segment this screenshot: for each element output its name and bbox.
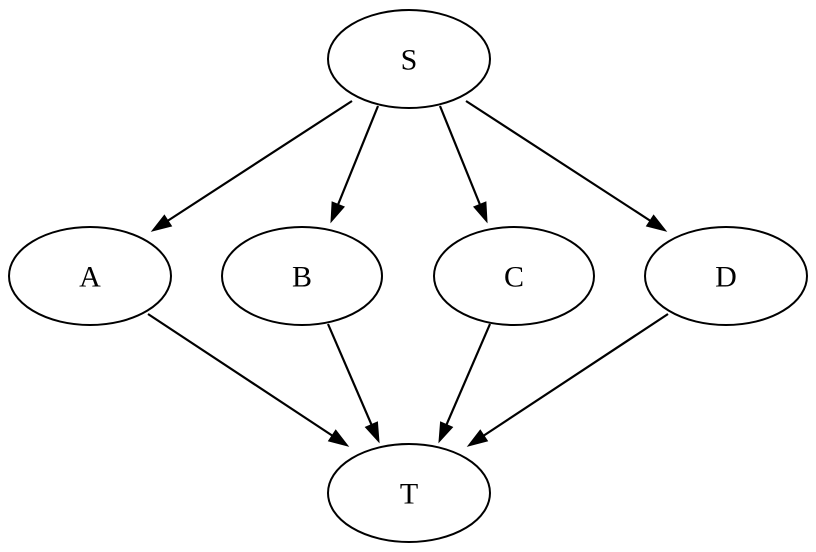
edge-c-t[interactable] — [438, 323, 492, 444]
node-ellipse[interactable] — [221, 226, 383, 326]
node-a[interactable]: A — [8, 226, 172, 326]
edge-shaft — [326, 323, 374, 427]
arrowhead-icon — [473, 201, 488, 224]
node-ellipse[interactable] — [433, 226, 595, 326]
edge-shaft — [147, 313, 335, 438]
arrowhead-icon — [645, 214, 668, 232]
node-t[interactable]: T — [327, 443, 491, 543]
edge-d-t[interactable] — [466, 313, 669, 447]
node-c[interactable]: C — [433, 226, 595, 326]
node-b[interactable]: B — [221, 226, 383, 326]
edge-s-c[interactable] — [438, 105, 488, 224]
edge-shaft — [481, 313, 669, 438]
edge-shaft — [165, 100, 353, 223]
edge-s-b[interactable] — [330, 105, 380, 224]
node-ellipse[interactable] — [644, 226, 808, 326]
arrowhead-icon — [438, 421, 454, 444]
node-s[interactable]: S — [327, 9, 491, 109]
arrowhead-icon — [466, 429, 489, 447]
edge-a-t[interactable] — [147, 313, 350, 447]
edge-s-a[interactable] — [150, 100, 353, 232]
edge-shaft — [438, 105, 482, 207]
edge-shaft — [465, 100, 653, 223]
node-ellipse[interactable] — [327, 443, 491, 543]
node-ellipse[interactable] — [327, 9, 491, 109]
arrowhead-icon — [364, 421, 380, 444]
edges-layer — [147, 100, 669, 447]
edge-s-d[interactable] — [465, 100, 668, 232]
node-d[interactable]: D — [644, 226, 808, 326]
edge-shaft — [444, 323, 492, 427]
arrowhead-icon — [327, 429, 350, 447]
arrowhead-icon — [150, 214, 173, 232]
node-ellipse[interactable] — [8, 226, 172, 326]
edge-shaft — [336, 105, 380, 207]
arrowhead-icon — [330, 201, 345, 224]
edge-b-t[interactable] — [326, 323, 380, 444]
